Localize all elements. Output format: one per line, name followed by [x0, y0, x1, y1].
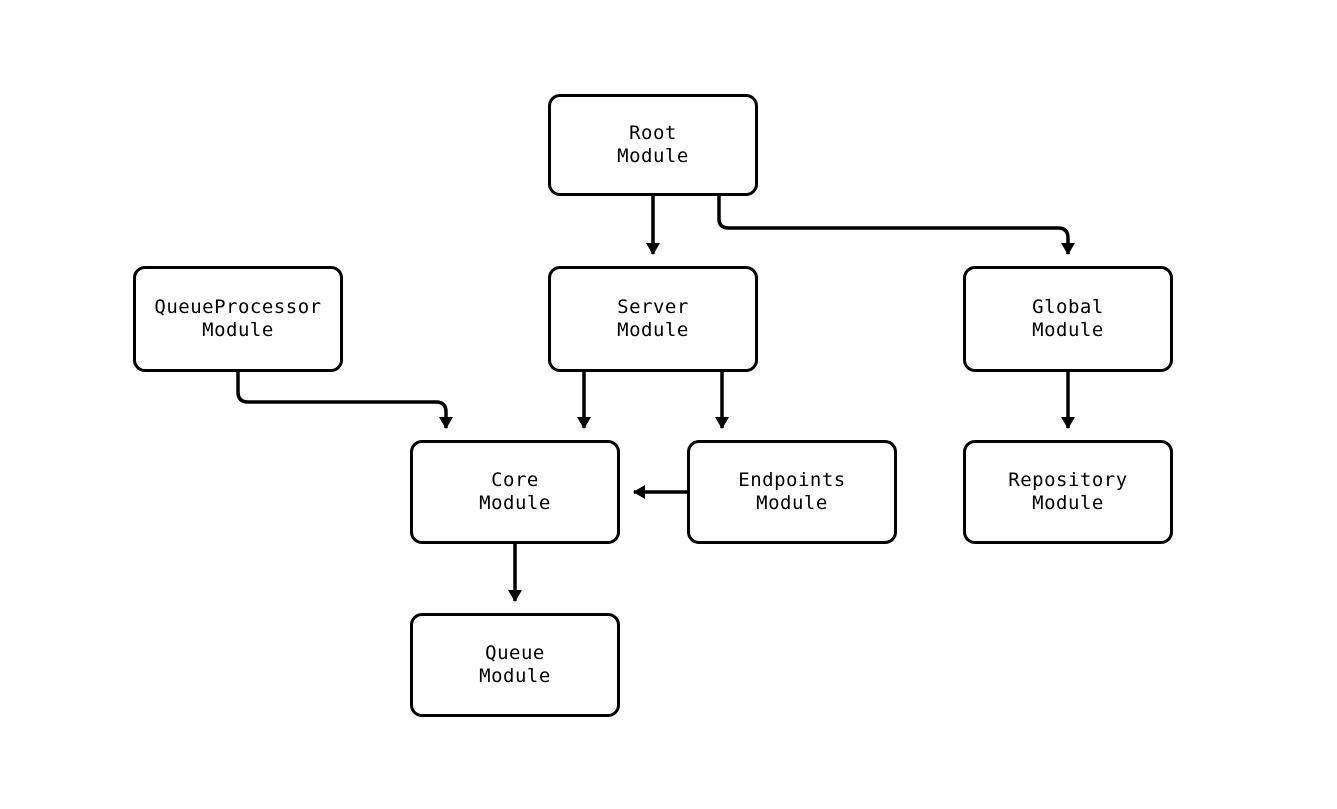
node-core-module[interactable]: Core Module	[410, 440, 620, 544]
node-global-module-subtitle: Module	[1032, 319, 1104, 341]
node-global-module-title: Global	[1032, 296, 1104, 318]
node-server-module-subtitle: Module	[617, 319, 689, 341]
node-queue-module-subtitle: Module	[479, 665, 551, 687]
node-global-module[interactable]: Global Module	[963, 266, 1173, 372]
node-queue-module[interactable]: Queue Module	[410, 613, 620, 717]
node-root-module[interactable]: Root Module	[548, 94, 758, 196]
node-root-module-subtitle: Module	[617, 145, 689, 167]
node-queueprocessor-module[interactable]: QueueProcessor Module	[133, 266, 343, 372]
edge-root-to-global	[717, 196, 1075, 255]
edge-queueprocessor-to-core	[236, 372, 453, 429]
node-core-module-title: Core	[491, 469, 539, 491]
node-queueprocessor-module-subtitle: Module	[202, 319, 274, 341]
node-root-module-title: Root	[629, 122, 677, 144]
node-queue-module-title: Queue	[485, 642, 545, 664]
node-repository-module[interactable]: Repository Module	[963, 440, 1173, 544]
node-queueprocessor-module-title: QueueProcessor	[154, 296, 322, 318]
node-endpoints-module-title: Endpoints	[738, 469, 846, 491]
node-repository-module-title: Repository	[1008, 469, 1128, 491]
node-endpoints-module-subtitle: Module	[756, 492, 828, 514]
node-endpoints-module[interactable]: Endpoints Module	[687, 440, 897, 544]
node-core-module-subtitle: Module	[479, 492, 551, 514]
node-server-module[interactable]: Server Module	[548, 266, 758, 372]
node-repository-module-subtitle: Module	[1032, 492, 1104, 514]
node-server-module-title: Server	[617, 296, 689, 318]
